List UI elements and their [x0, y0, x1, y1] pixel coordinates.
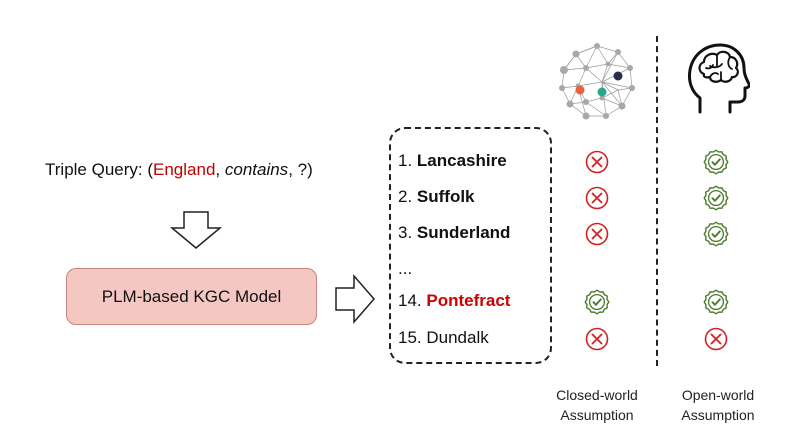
closed-world-label-line1: Closed-world: [556, 387, 638, 403]
closed-world-label: Closed-world Assumption: [535, 385, 659, 425]
open-world-check-icon: [703, 221, 729, 247]
candidate-name: Sunderland: [416, 223, 511, 242]
candidate-name: ...: [398, 259, 413, 278]
query-head-entity: England: [153, 160, 216, 179]
closed-world-check-icon: [584, 289, 610, 315]
closed-world-cross-icon: [585, 327, 609, 351]
query-sep1: ,: [215, 160, 225, 179]
plm-kgc-model-box: PLM-based KGC Model: [66, 268, 317, 325]
open-world-label: Open-world Assumption: [662, 385, 774, 425]
candidate-rank: 3.: [398, 223, 417, 242]
column-divider: [656, 36, 658, 366]
open-world-check-icon: [703, 289, 729, 315]
candidate-row: 2. Suffolk: [398, 187, 475, 207]
candidate-name: Pontefract: [426, 291, 511, 310]
candidate-rank: 14.: [398, 291, 427, 310]
open-world-check-icon: [703, 149, 729, 175]
candidate-rank: 1.: [398, 151, 417, 170]
query-prefix: Triple Query: (: [45, 160, 154, 179]
closed-world-cross-icon: [585, 186, 609, 210]
candidate-row: ...: [398, 259, 412, 279]
model-label: PLM-based KGC Model: [101, 286, 282, 306]
closed-world-cross-icon: [585, 222, 609, 246]
closed-world-label-line2: Assumption: [560, 407, 634, 423]
open-world-label-line1: Open-world: [681, 387, 755, 403]
right-arrow-icon: [335, 274, 375, 324]
candidate-name: Suffolk: [416, 187, 475, 206]
candidate-row: 15. Dundalk: [398, 328, 489, 348]
query-relation: contains: [224, 160, 289, 179]
knowledge-graph-icon: [559, 43, 635, 120]
candidate-list-box: [389, 127, 552, 364]
candidate-row: 14. Pontefract: [398, 291, 510, 311]
candidate-name: Dundalk: [426, 328, 489, 347]
candidate-row: 1. Lancashire: [398, 151, 507, 171]
open-world-label-line2: Assumption: [681, 407, 755, 423]
candidate-name: Lancashire: [416, 151, 507, 170]
brain-head-icon: [688, 43, 750, 114]
query-sep2: , ?): [288, 160, 313, 179]
candidate-rank: 15.: [398, 328, 427, 347]
closed-world-cross-icon: [585, 150, 609, 174]
open-world-cross-icon: [704, 327, 728, 351]
candidate-row: 3. Sunderland: [398, 223, 510, 243]
open-world-check-icon: [703, 185, 729, 211]
down-arrow-icon: [169, 211, 223, 249]
candidate-rank: 2.: [398, 187, 417, 206]
triple-query: Triple Query: (England, contains, ?): [45, 160, 313, 180]
